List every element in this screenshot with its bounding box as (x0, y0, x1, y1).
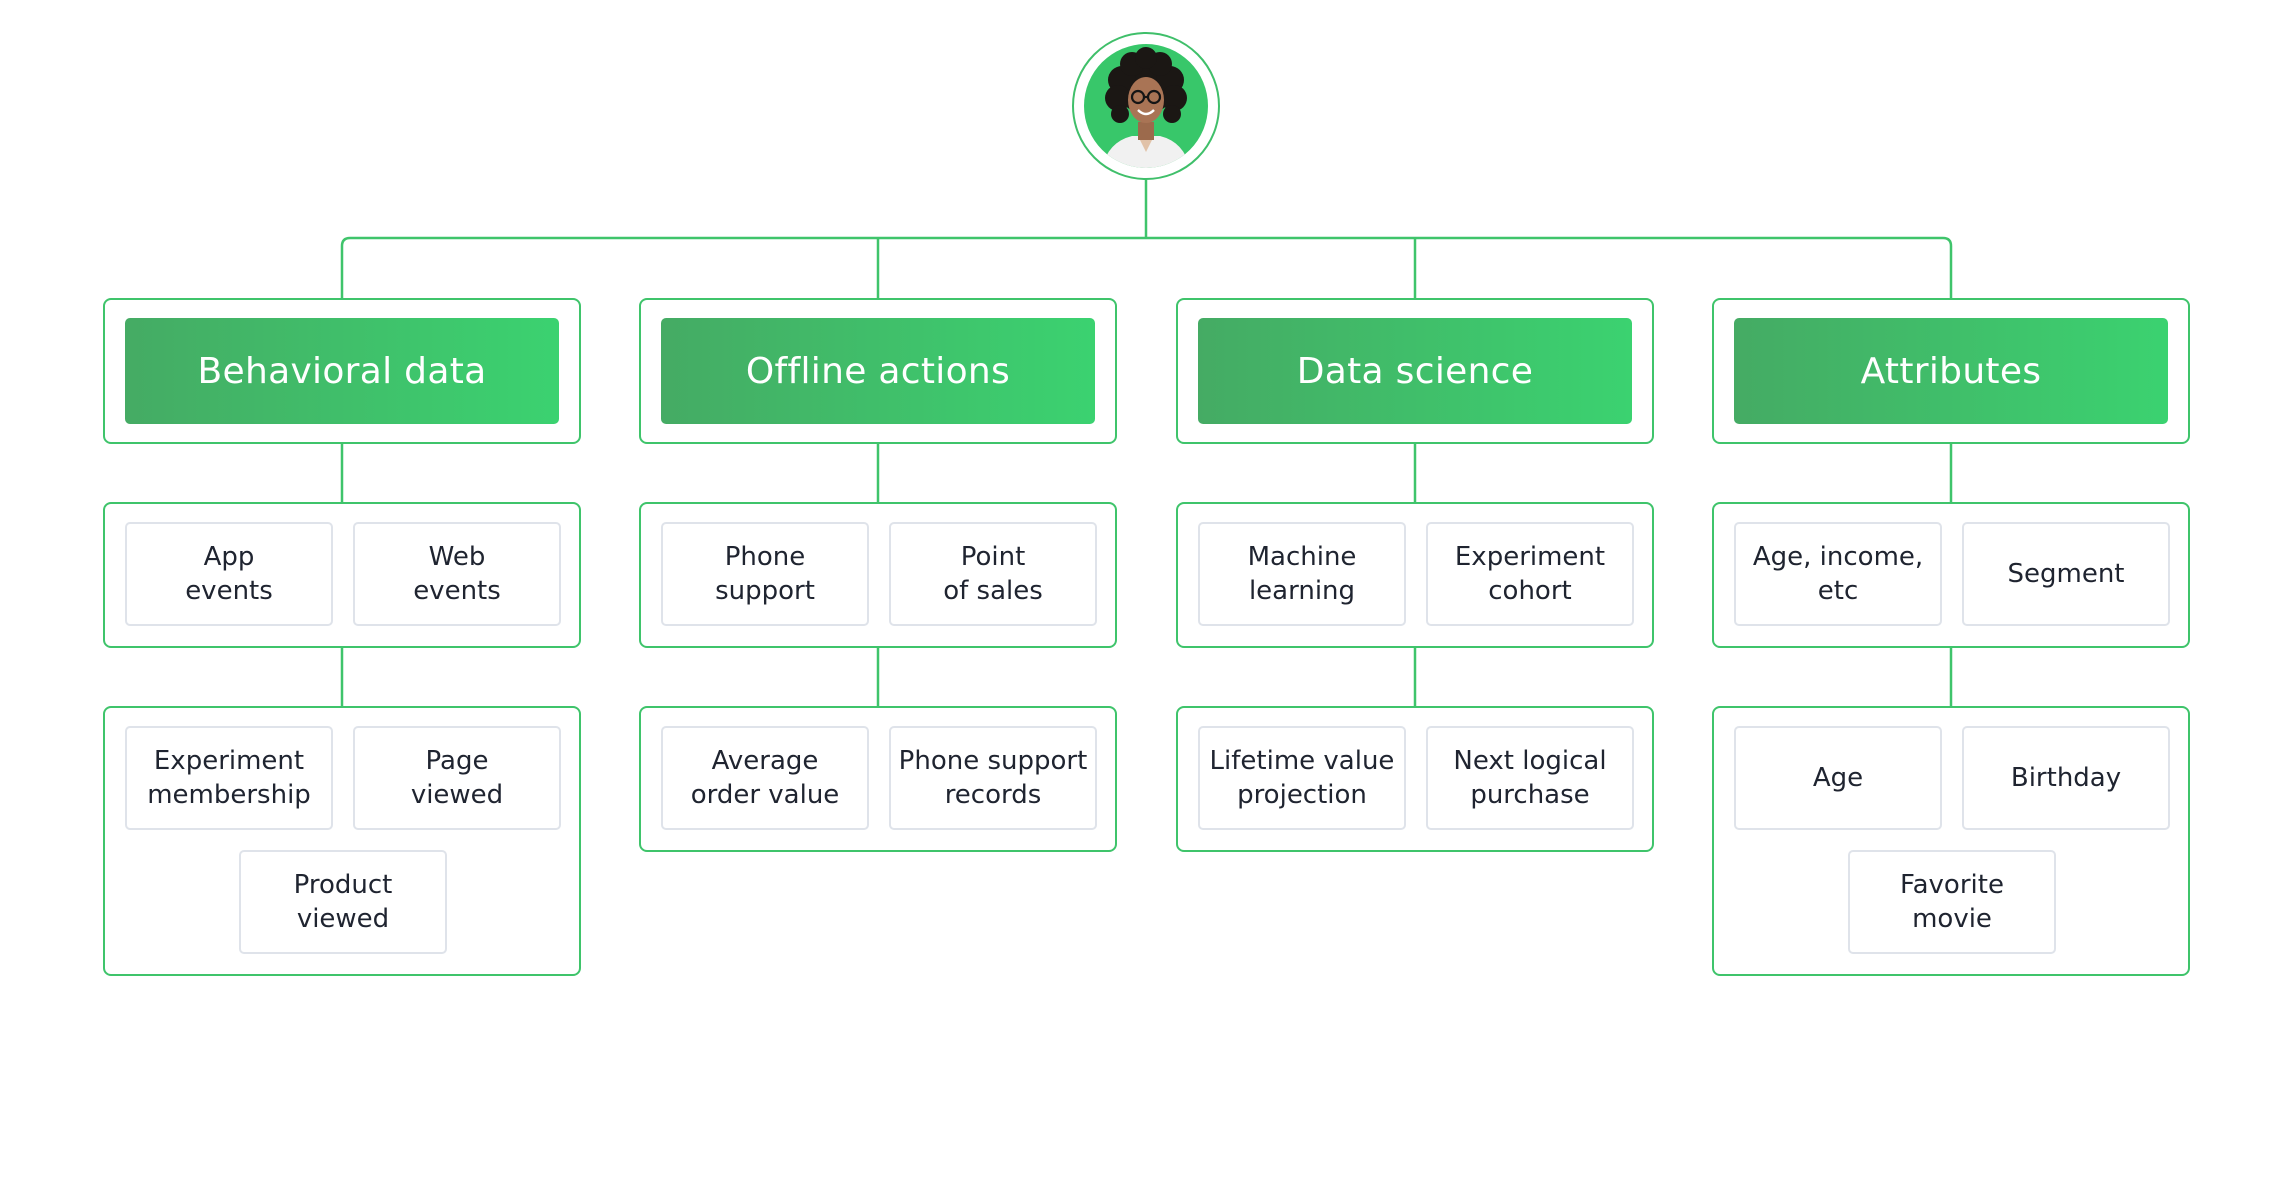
category-card-behavioral-data: Behavioral data (103, 298, 581, 444)
chip-web-events: Web events (353, 522, 561, 626)
group-attributes-row2: Age, income, etc Segment (1712, 502, 2190, 648)
group-offline-row3: Average order value Phone support record… (639, 706, 1117, 852)
chip-experiment-membership: Experiment membership (125, 726, 333, 830)
chip-next-logical-purchase: Next logical purchase (1426, 726, 1634, 830)
customer-avatar (1072, 32, 1220, 180)
chip-app-events: App events (125, 522, 333, 626)
chip-average-order-value: Average order value (661, 726, 869, 830)
chip-age-income-etc: Age, income, etc (1734, 522, 1942, 626)
category-header-behavioral-data: Behavioral data (125, 318, 559, 424)
group-behavioral-row2: App events Web events (103, 502, 581, 648)
chip-lifetime-value-projection: Lifetime value projection (1198, 726, 1406, 830)
chip-machine-learning: Machine learning (1198, 522, 1406, 626)
chip-phone-support: Phone support (661, 522, 869, 626)
chip-favorite-movie: Favorite movie (1848, 850, 2056, 954)
group-offline-row2: Phone support Point of sales (639, 502, 1117, 648)
category-card-attributes: Attributes (1712, 298, 2190, 444)
category-title: Data science (1296, 350, 1534, 392)
connector-bus (340, 236, 1953, 298)
category-header-offline-actions: Offline actions (661, 318, 1095, 424)
category-title: Behavioral data (197, 350, 487, 392)
category-title: Offline actions (745, 350, 1011, 392)
chip-birthday: Birthday (1962, 726, 2170, 830)
group-attributes-row3: Age Birthday Favorite movie (1712, 706, 2190, 976)
chip-segment: Segment (1962, 522, 2170, 626)
category-header-attributes: Attributes (1734, 318, 2168, 424)
chip-experiment-cohort: Experiment cohort (1426, 522, 1634, 626)
category-card-offline-actions: Offline actions (639, 298, 1117, 444)
category-header-data-science: Data science (1198, 318, 1632, 424)
chip-product-viewed: Product viewed (239, 850, 447, 954)
chip-phone-support-records: Phone support records (889, 726, 1097, 830)
group-behavioral-row3: Experiment membership Page viewed Produc… (103, 706, 581, 976)
group-data-science-row3: Lifetime value projection Next logical p… (1176, 706, 1654, 852)
avatar-photo (1084, 44, 1208, 168)
chip-page-viewed: Page viewed (353, 726, 561, 830)
category-card-data-science: Data science (1176, 298, 1654, 444)
group-data-science-row2: Machine learning Experiment cohort (1176, 502, 1654, 648)
category-title: Attributes (1860, 350, 2042, 392)
chip-point-of-sales: Point of sales (889, 522, 1097, 626)
chip-age: Age (1734, 726, 1942, 830)
